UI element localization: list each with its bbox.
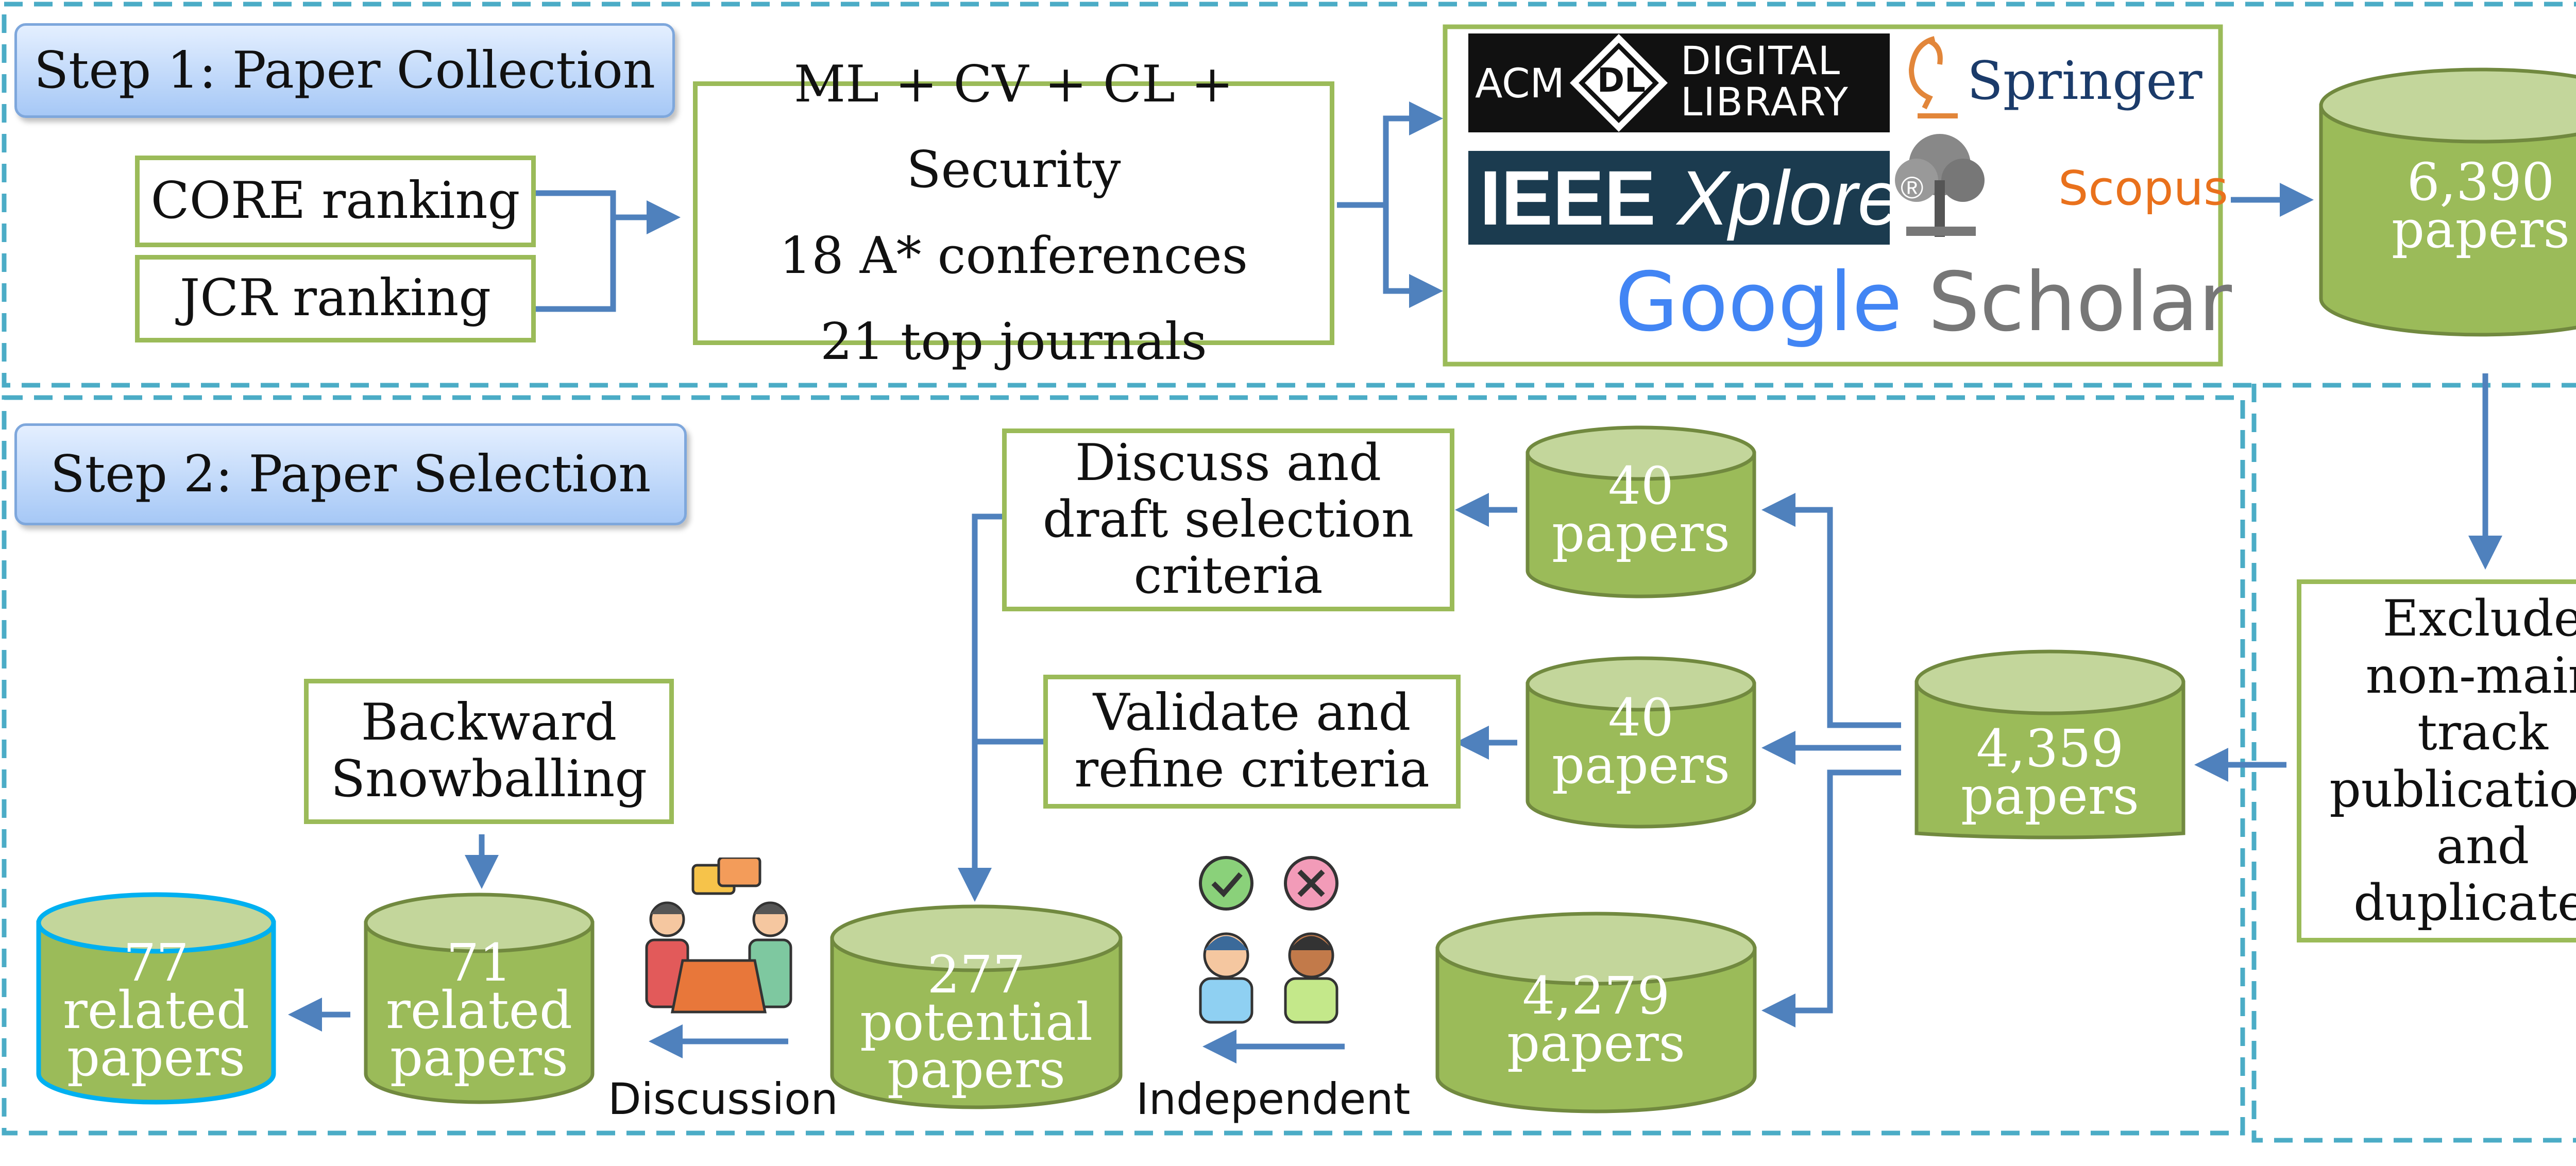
cyl-40a-label: 40 papers (1528, 458, 1754, 561)
validate-line-2: refine criteria (1074, 740, 1430, 799)
exclude-line-4: publications (2329, 760, 2576, 818)
cyl-277-line-3: papers (887, 1039, 1065, 1100)
cyl-71-label: 71 related papers (366, 933, 592, 1088)
scopus-text: Scopus (2058, 161, 2228, 216)
arrow-discuss-to-277 (958, 513, 1002, 902)
right-column-border (2251, 384, 2576, 1143)
cyl-40a-line-2: papers (1552, 503, 1730, 563)
cyl-71-line-1: 71 (446, 933, 512, 993)
cylinder-4359 (1914, 649, 2185, 839)
google-text: Google (1615, 255, 1903, 350)
independent-people-icon (1199, 856, 1338, 1024)
jcr-ranking-label: JCR ranking (179, 269, 492, 328)
springer-horse-icon (1908, 36, 1958, 118)
arrow-venues-up (1383, 101, 1443, 205)
acm-dl-emblem (1570, 34, 1668, 132)
exclude-line-2: non-main (2365, 646, 2576, 705)
validate-refine-box: Validate and refine criteria (1043, 675, 1461, 809)
google-scholar-text: Google Scholar (1615, 255, 2232, 350)
core-ranking-label: CORE ranking (150, 172, 520, 231)
cyl-4359-line-1: 4,359 (1976, 718, 2124, 779)
ieee-logo-bg (1468, 151, 1890, 245)
cyl-4279-line-1: 4,279 (1522, 966, 1670, 1026)
acm-line-1: DIGITAL (1681, 38, 1841, 83)
discussion-people-icon (645, 858, 792, 1014)
cyl-277-line-2: potential (860, 992, 1093, 1052)
cylinder-71 (364, 893, 595, 1104)
cylinder-6390 (2319, 67, 2576, 337)
arrow-4359-to-40a (1761, 493, 1901, 728)
exclude-line-3: track (2417, 704, 2548, 762)
cyl-40b-line-2: papers (1552, 735, 1730, 795)
cylinder-77 (36, 892, 276, 1105)
cylinder-4279 (1435, 912, 1757, 1113)
cylinder-40a (1526, 425, 1756, 598)
acm-dl-text: DL (1597, 62, 1646, 100)
acm-text: ACM (1475, 61, 1565, 107)
cyl-77-line-1: 77 (123, 933, 189, 993)
backward-line-2: Snowballing (330, 750, 648, 809)
springer-text: Springer (1967, 50, 2202, 112)
cyl-77-line-3: papers (67, 1027, 245, 1088)
exclude-box: Exclude non-main track publications and … (2297, 579, 2576, 942)
arrows (288, 101, 2502, 1064)
cyl-77-label: 77 related papers (39, 933, 274, 1088)
cyl-40b-label: 40 papers (1528, 690, 1754, 793)
cyl-277-label: 277 potential papers (832, 945, 1121, 1100)
cyl-4279-label: 4,279 papers (1437, 968, 1755, 1071)
cyl-4359-label: 4,359 papers (1917, 716, 2183, 829)
discuss-line-3: criteria (1133, 546, 1323, 606)
venues-box: ML + CV + CL + Security 18 A* conference… (693, 55, 1334, 371)
exclude-line-1: Exclude (2382, 590, 2576, 648)
backward-line-1: Backward (361, 693, 617, 752)
cyl-4279-line-2: papers (1507, 1013, 1685, 1073)
cyl-40b-line-1: 40 (1608, 688, 1674, 748)
cyl-71-line-2: related (386, 980, 572, 1040)
cyl-40a-line-1: 40 (1608, 456, 1674, 516)
venues-line-1: ML + CV + CL + Security (793, 55, 1234, 200)
exclude-line-5: and (2436, 817, 2530, 875)
xplore-text: Xplore (1677, 155, 1901, 241)
tree-engraving-icon (1895, 134, 1985, 237)
cyl-6390-line-2: papers (2392, 199, 2570, 260)
cyl-71-line-3: papers (390, 1027, 568, 1088)
venues-line-2: 18 A* conferences (779, 227, 1248, 285)
discuss-line-2: draft selection (1042, 490, 1414, 549)
step1-title: Step 1: Paper Collection (14, 23, 675, 118)
cyl-6390-label: 6,390 papers (2321, 147, 2576, 265)
discussion-label: Discussion (608, 1074, 838, 1124)
acm-digital-library: DIGITAL LIBRARY (1681, 40, 1849, 123)
validate-line-1: Validate and (1093, 683, 1411, 743)
arrow-4359-to-4279 (1761, 769, 1901, 1027)
acm-logo-bg (1468, 33, 1890, 132)
backward-snowballing-box: Backward Snowballing (304, 679, 674, 824)
arrow-ranking-to-venues (536, 190, 616, 312)
discuss-line-1: Discuss and (1075, 433, 1382, 492)
cylinder-277 (830, 904, 1123, 1109)
ieee-xplore-text: IEEE Xplore® (1480, 153, 1923, 243)
independent-label: Independent (1136, 1074, 1411, 1124)
cyl-4359-line-2: papers (1961, 766, 2139, 826)
cylinder-40b (1526, 656, 1756, 829)
jcr-ranking-box: JCR ranking (135, 255, 536, 342)
arrow-venues-down (1383, 205, 1443, 308)
registered-mark: ® (1901, 170, 1924, 205)
exclude-line-6: duplicates (2353, 874, 2576, 932)
cyl-77-line-2: related (63, 980, 249, 1040)
scholar-text: Scholar (1928, 255, 2232, 350)
step2-title: Step 2: Paper Selection (14, 423, 687, 525)
discuss-draft-box: Discuss and draft selection criteria (1002, 428, 1454, 611)
step1-region (2, 2, 2576, 388)
acm-line-2: LIBRARY (1681, 78, 1849, 125)
ieee-text: IEEE (1480, 155, 1656, 241)
cyl-277-line-1: 277 (927, 945, 1026, 1005)
core-ranking-box: CORE ranking (135, 156, 536, 247)
venues-line-3: 21 top journals (820, 312, 1207, 371)
cyl-6390-line-1: 6,390 (2406, 152, 2555, 212)
